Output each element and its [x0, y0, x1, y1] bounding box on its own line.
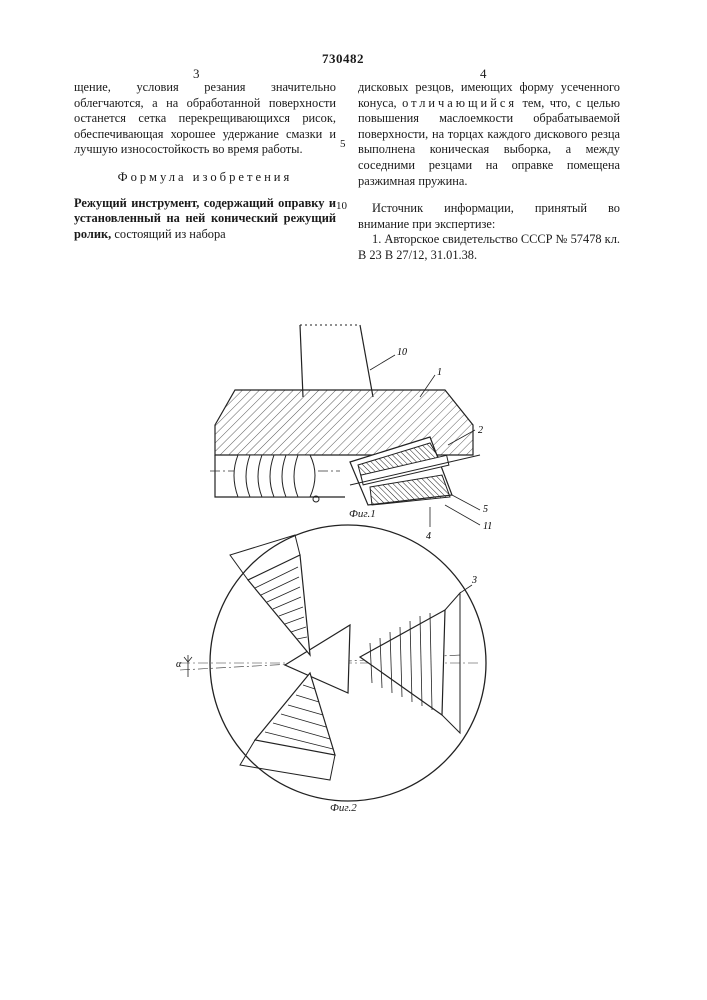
claim-rest-text: состоящий из набора [114, 227, 225, 241]
right-paragraph-keyword: отличающийся [402, 96, 517, 110]
claims-heading: Формула изобретения [74, 170, 336, 186]
cutter-right [360, 585, 472, 733]
body-section [215, 390, 473, 455]
line-number-10: 10 [336, 200, 347, 212]
shank [300, 325, 373, 397]
figure-1-drawing: 10 1 2 5 11 4 [190, 315, 510, 540]
right-paragraph: дисковых резцов, имеющих форму усеченног… [358, 80, 620, 189]
fig1-label-2: 2 [478, 425, 483, 436]
cutter-upper-left [230, 535, 310, 655]
left-paragraph: щение, условия резания значительно облег… [74, 80, 336, 158]
sources-heading: Источник информации, принятый во внимани… [358, 201, 620, 232]
fig1-label-5: 5 [483, 504, 488, 515]
patent-number: 730482 [322, 51, 364, 67]
fig1-label-1: 1 [437, 367, 442, 378]
fig2-label-3: 3 [471, 575, 477, 586]
left-column: щение, условия резания значительно облег… [74, 80, 336, 242]
fig2-label-alpha: α [176, 659, 182, 670]
fig1-label-10: 10 [397, 347, 407, 358]
line-number-5: 5 [340, 138, 346, 150]
figure-2-drawing: α 3 [160, 515, 490, 805]
left-coil [234, 455, 319, 502]
right-column: дисковых резцов, имеющих форму усеченног… [358, 80, 620, 264]
figure-2-caption: Фиг.2 [330, 802, 357, 814]
source-item-1: 1. Авторское свидетельство СССР № 57478 … [358, 232, 620, 263]
claim-text: Режущий инструмент, содержащий оправку и… [74, 196, 336, 243]
